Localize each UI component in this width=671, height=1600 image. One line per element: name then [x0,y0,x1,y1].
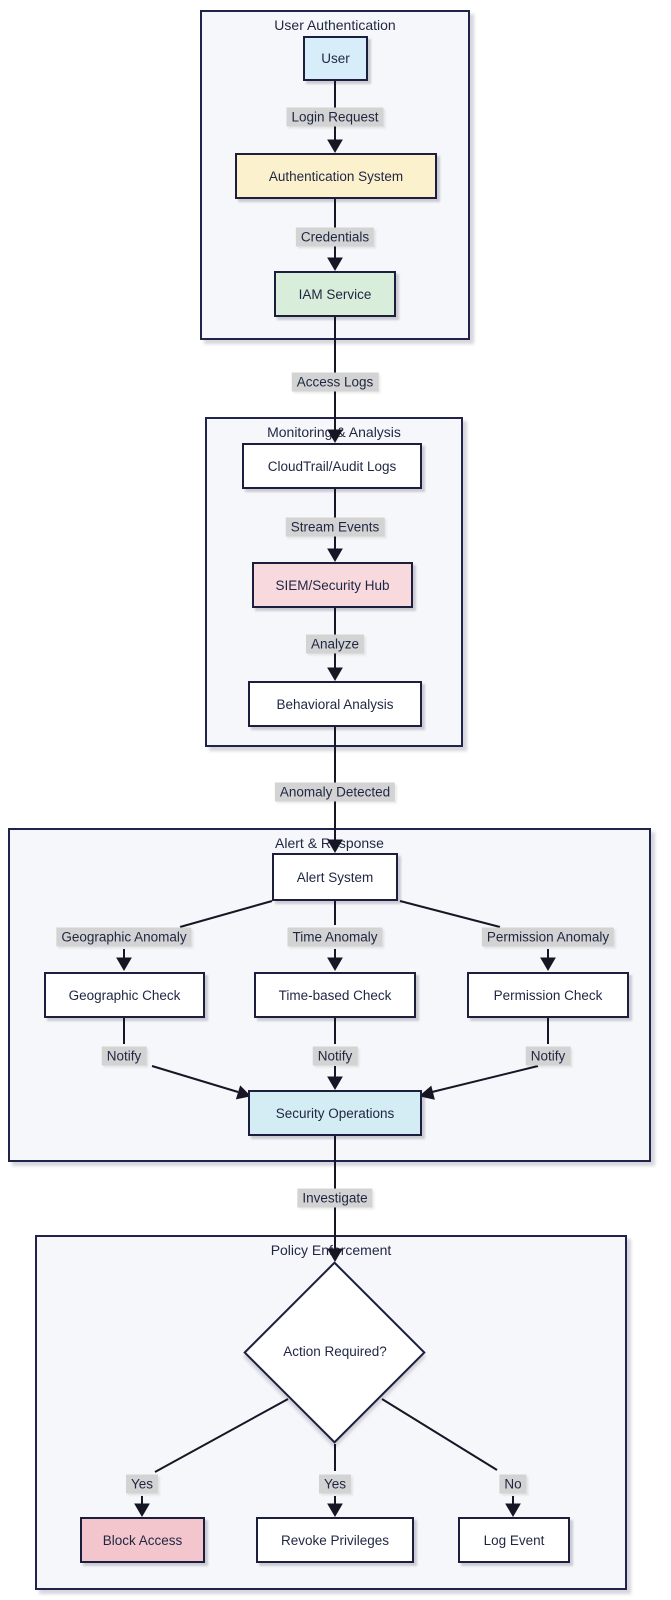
edge-label-permission-anomaly: Permission Anomaly [481,927,615,947]
edge-label-yes-middle: Yes [318,1474,352,1494]
node-block-access: Block Access [80,1517,205,1563]
edge-label-credentials: Credentials [295,227,375,247]
node-security-operations: Security Operations [248,1090,422,1136]
edge-label-investigate: Investigate [297,1188,373,1208]
node-revoke-privileges: Revoke Privileges [256,1517,414,1563]
node-authentication-system: Authentication System [235,153,437,199]
edge-geo-check-to-secops [123,1018,252,1100]
edge-label-anomaly-detected: Anomaly Detected [274,782,396,802]
edge-decision-to-block [134,1398,289,1517]
edge-decision-to-revoke [327,1444,343,1517]
node-iam-service: IAM Service [274,271,396,317]
edge-label-login-request: Login Request [286,107,384,127]
edge-label-no: No [499,1474,527,1494]
edge-label-time-anomaly: Time Anomaly [287,927,383,947]
edge-label-analyze: Analyze [305,634,365,654]
edge-time-check-to-secops [327,1018,343,1090]
edge-label-geographic-anomaly: Geographic Anomaly [56,927,192,947]
edge-label-stream-events: Stream Events [285,517,385,537]
node-behavioral-analysis: Behavioral Analysis [248,681,422,727]
node-permission-check: Permission Check [467,972,629,1018]
edge-label-notify-left: Notify [101,1046,147,1066]
node-alert-system: Alert System [272,853,398,901]
node-time-based-check: Time-based Check [254,972,416,1018]
node-geographic-check: Geographic Check [44,972,205,1018]
edge-label-yes-left: Yes [125,1474,159,1494]
edge-label-access-logs: Access Logs [291,372,379,392]
edge-label-notify-right: Notify [525,1046,571,1066]
edge-alert-to-perm-check [399,900,556,971]
node-user: User [303,36,368,81]
node-siem-security-hub: SIEM/Security Hub [252,562,413,608]
edge-alert-to-geo-check [116,900,273,971]
edge-label-notify-middle: Notify [312,1046,358,1066]
node-action-required-label: Action Required? [283,1344,387,1359]
node-log-event: Log Event [458,1517,570,1563]
edge-decision-to-log [381,1398,521,1517]
edge-alert-to-time-check [327,901,343,971]
subgraph-title-user-authentication: User Authentication [274,17,396,33]
node-cloudtrail-audit-logs: CloudTrail/Audit Logs [242,443,422,489]
edge-perm-check-to-secops [418,1018,549,1100]
